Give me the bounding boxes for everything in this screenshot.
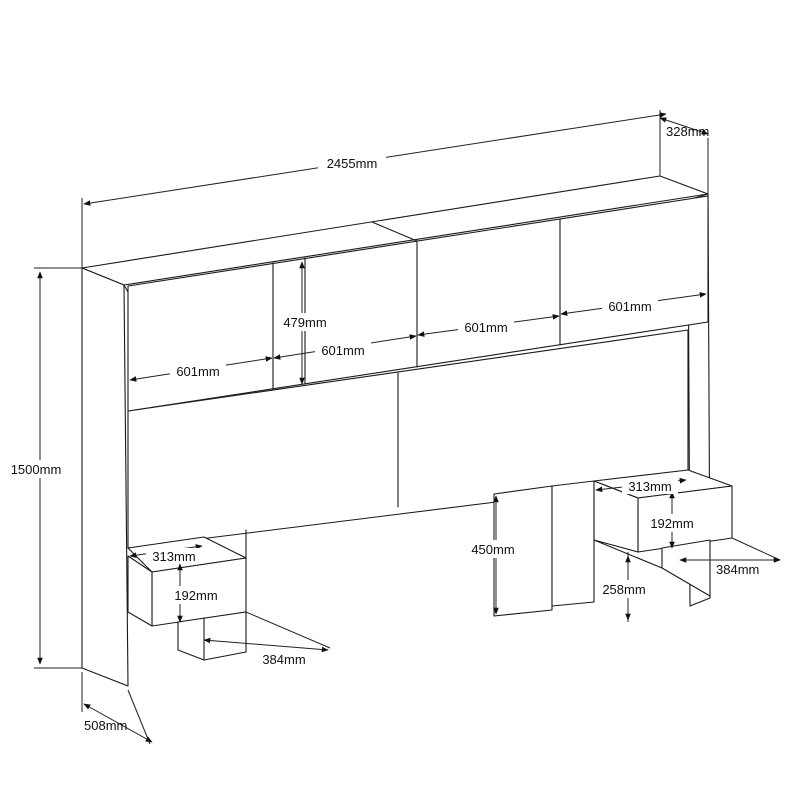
left-shelf-depth-dim <box>203 637 329 653</box>
overall-width-label: 2455mm <box>327 156 378 171</box>
left-drawer-width-label: 313mm <box>152 549 195 564</box>
depth-top-dim <box>659 117 709 135</box>
base-depth-label: 508mm <box>84 718 127 733</box>
right-shelf-depth-label: 384mm <box>716 562 759 577</box>
cabinet-width-4-label: 601mm <box>608 299 651 314</box>
cabinet-width-3-label: 601mm <box>464 320 507 335</box>
cabinet-width-1-label: 601mm <box>176 364 219 379</box>
support-height-label: 450mm <box>471 542 514 557</box>
dimension-labels: 2455mm 328mm 1500mm 508mm 479mm 601mm 60… <box>2 124 759 733</box>
left-drawer-height-label: 192mm <box>174 588 217 603</box>
right-shelf-support <box>661 539 711 597</box>
height-label: 1500mm <box>11 462 62 477</box>
top-seam <box>371 221 418 242</box>
center-support-right <box>551 480 595 607</box>
left-shelf-depth-label: 384mm <box>262 652 305 667</box>
cabinet-width-2-label: 601mm <box>321 343 364 358</box>
top-edge <box>123 284 129 293</box>
left-shelf-side <box>127 555 153 627</box>
cabinet-height-label: 479mm <box>283 315 326 330</box>
shelf-floor-height-label: 258mm <box>602 582 645 597</box>
right-drawer-height-label: 192mm <box>650 516 693 531</box>
right-drawer-width-label: 313mm <box>628 479 671 494</box>
base-depth-dim <box>83 703 153 743</box>
depth-top-label: 328mm <box>666 124 709 139</box>
left-side-panel <box>81 267 129 687</box>
